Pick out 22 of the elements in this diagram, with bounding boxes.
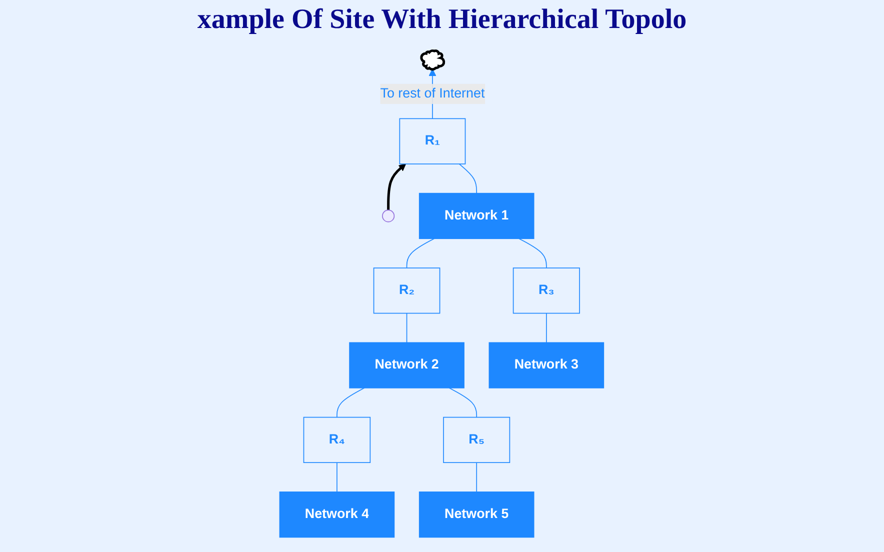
edge-label: To rest of Internet <box>380 86 485 101</box>
connector <box>406 238 435 268</box>
connector <box>476 462 478 492</box>
network-bar: Network 5 <box>419 492 535 538</box>
network-bar: Network 2 <box>349 342 465 388</box>
connector <box>449 388 478 418</box>
router-box: R₄ <box>304 416 371 464</box>
router-box: R₅ <box>443 416 510 464</box>
router-box: R₂ <box>374 268 440 314</box>
network-bar: Network 3 <box>489 342 604 388</box>
connector <box>459 164 478 194</box>
network-bar: Network 1 <box>419 192 535 240</box>
title: xample Of Site With Hierarchical Topolo <box>196 3 688 37</box>
router-box: R₁ <box>400 118 466 164</box>
network-bar: Network 4 <box>280 492 395 538</box>
connector <box>336 388 366 418</box>
connector <box>546 312 548 344</box>
arrow <box>387 164 406 210</box>
connector <box>336 462 338 492</box>
connector <box>406 312 408 344</box>
router-box: R₃ <box>513 268 580 314</box>
connector <box>518 238 548 268</box>
